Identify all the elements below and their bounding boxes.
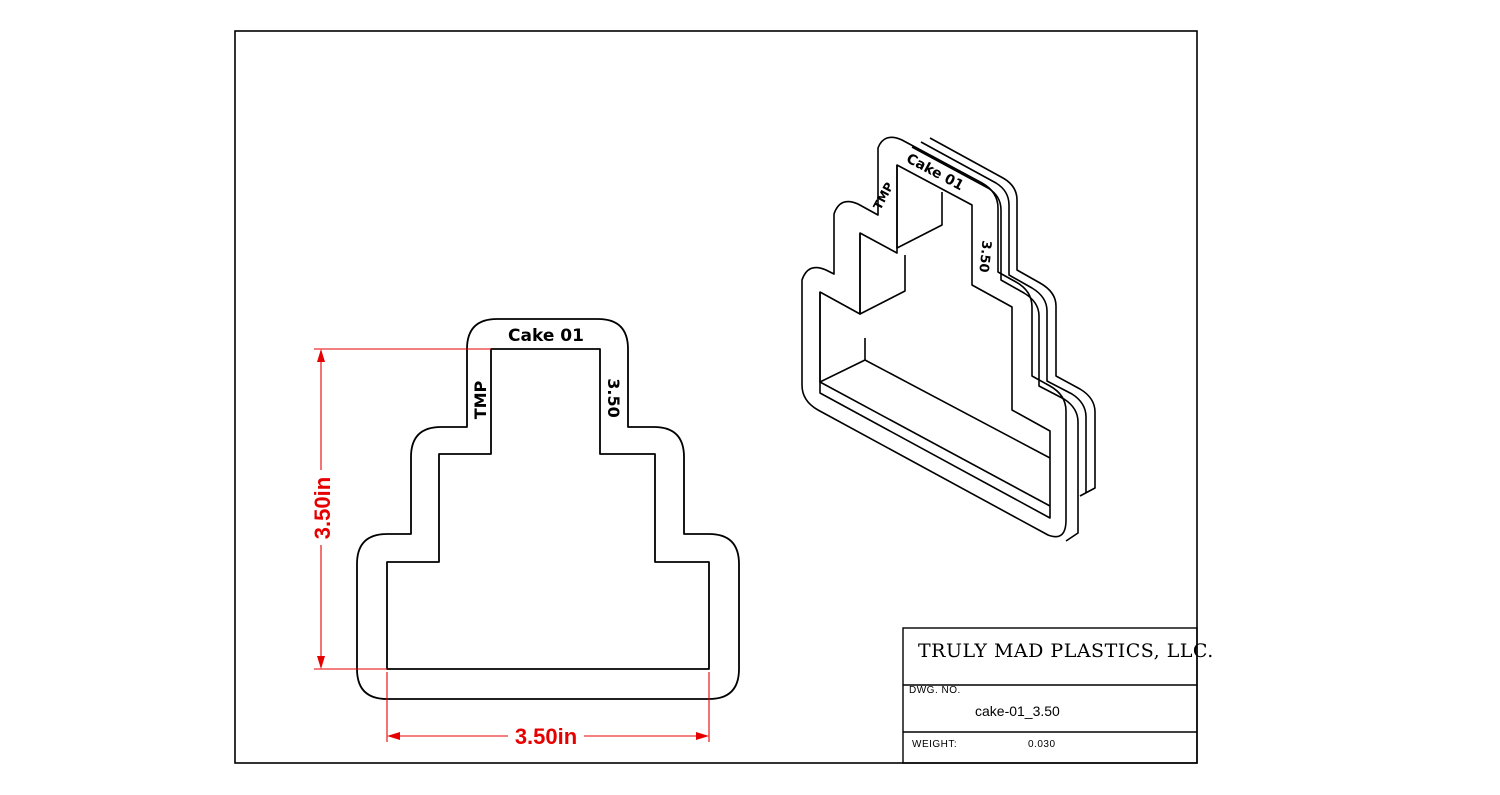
- weight-label: WEIGHT:: [912, 739, 958, 750]
- front-view-inner-outline: [386, 348, 710, 670]
- iso-view-left-label: TMP: [870, 180, 896, 212]
- iso-view-inner-outline: [819, 164, 1051, 519]
- iso-view: [801, 136, 1096, 542]
- iso-view-inner-depth: [896, 165, 943, 249]
- drawing-number-value: cake-01_3.50: [975, 703, 1060, 719]
- dimension-arrows: [317, 349, 709, 740]
- height-dimension-label: 3.50in: [310, 477, 335, 539]
- drawing-number-label: DWG. NO.: [909, 685, 961, 696]
- iso-view-back-layer: [929, 137, 1096, 497]
- iso-view-right-label: 3.50: [975, 240, 993, 273]
- sheet-border: [234, 30, 1198, 764]
- dimension-lines: [314, 348, 710, 742]
- arrowhead: [696, 732, 709, 740]
- arrowhead: [317, 656, 325, 669]
- front-view-left-label: TMP: [471, 380, 490, 419]
- iso-view-inner-depth: [819, 381, 1051, 507]
- front-view-top-label: Cake 01: [508, 326, 584, 346]
- front-view-right-label: 3.50: [604, 378, 623, 417]
- title-block-frame: [902, 627, 1198, 764]
- iso-view-inner-depth: [864, 359, 1051, 459]
- front-view: [356, 318, 740, 700]
- iso-view-back-layer: [920, 141, 1087, 493]
- width-dimension-label: 3.50in: [515, 724, 577, 749]
- company-name: TRULY MAD PLASTICS, LLC.: [918, 640, 1214, 662]
- iso-view-inner-depth: [819, 292, 866, 383]
- front-view-outer-outline: [356, 318, 740, 700]
- arrowhead: [387, 732, 400, 740]
- title-block: [902, 627, 1198, 764]
- weight-value: 0.030: [1028, 739, 1056, 750]
- arrowhead: [317, 349, 325, 362]
- iso-view-inner-depth: [859, 233, 906, 315]
- iso-view-back-layer: [911, 146, 1079, 542]
- iso-view-outer-outline: [801, 136, 1067, 538]
